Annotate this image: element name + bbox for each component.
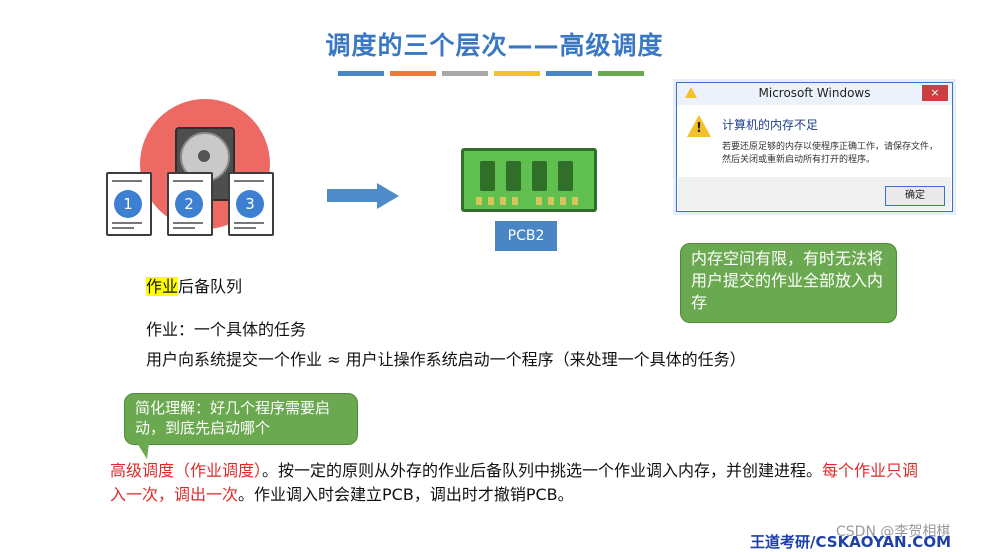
- low-memory-dialog: Microsoft Windows × ! 计算机的内存不足 若要还原足够的内存…: [676, 82, 953, 212]
- dialog-message: 若要还原足够的内存以使程序正确工作，请保存文件，然后关闭或重新启动所有打开的程序…: [722, 142, 939, 165]
- dialog-close-button[interactable]: ×: [922, 85, 948, 101]
- arrow-right-head-icon: [377, 183, 399, 209]
- definition-part1: 。按一定的原则从外存的作业后备队列中挑选一个作业调入内存，并创建进程。: [262, 461, 823, 480]
- title-color-bars: [338, 71, 644, 76]
- color-bar: [338, 71, 384, 76]
- job-document-icon: 2: [167, 172, 213, 236]
- simple-note-callout: 简化理解：好几个程序需要启动，到底先启动哪个: [124, 393, 358, 459]
- job-number: 1: [114, 190, 142, 218]
- warning-icon: !: [687, 115, 711, 137]
- job-document-icon: 3: [228, 172, 274, 236]
- dialog-ok-button[interactable]: 确定: [885, 186, 945, 206]
- dialog-heading: 计算机的内存不足: [722, 118, 819, 132]
- slide-title: 调度的三个层次——高级调度: [325, 31, 664, 60]
- job-definition: 作业：一个具体的任务: [146, 320, 307, 339]
- footer-brand: 王道考研/CSKAOYAN.COM: [750, 533, 951, 551]
- arrow-right-icon: [327, 189, 377, 202]
- job-number: 2: [175, 190, 203, 218]
- job-queue-label: 作业后备队列: [146, 273, 242, 297]
- dialog-window-title: Microsoft Windows: [758, 86, 871, 100]
- simple-note-text: 简化理解：好几个程序需要启动，到底先启动哪个: [135, 399, 331, 437]
- definition-part2: 。作业调入时会建立PCB，调出时才撤销PCB。: [238, 485, 574, 504]
- high-level-scheduling-definition: 高级调度（作业调度）。按一定的原则从外存的作业后备队列中挑选一个作业调入内存，并…: [110, 459, 920, 507]
- color-bar: [494, 71, 540, 76]
- dialog-titlebar: [677, 83, 952, 105]
- term-high-level-scheduling: 高级调度（作业调度）: [110, 461, 263, 480]
- job-number: 3: [236, 190, 264, 218]
- csdn-watermark: CSDN @李贺相棋: [836, 524, 951, 540]
- queue-label-rest: 后备队列: [178, 277, 243, 296]
- color-bar: [546, 71, 592, 76]
- memory-module-icon: [461, 148, 597, 212]
- memory-note-callout: 内存空间有限，有时无法将用户提交的作业全部放入内存: [680, 243, 897, 323]
- color-bar: [390, 71, 436, 76]
- submit-definition: 用户向系统提交一个作业 ≈ 用户让操作系统启动一个程序（来处理一个具体的任务）: [146, 350, 746, 369]
- pcb-label: PCB2: [495, 221, 557, 251]
- memory-note-text: 内存空间有限，有时无法将用户提交的作业全部放入内存: [691, 249, 884, 312]
- warning-small-icon: [685, 87, 697, 98]
- job-highlight: 作业: [146, 277, 179, 296]
- disk-spindle-icon: [198, 150, 210, 162]
- emphasis-once: 每个作业只调入一次，调出一次: [110, 461, 919, 504]
- callout-tail: [137, 443, 149, 459]
- color-bar: [598, 71, 644, 76]
- job-document-icon: 1: [106, 172, 152, 236]
- color-bar: [442, 71, 488, 76]
